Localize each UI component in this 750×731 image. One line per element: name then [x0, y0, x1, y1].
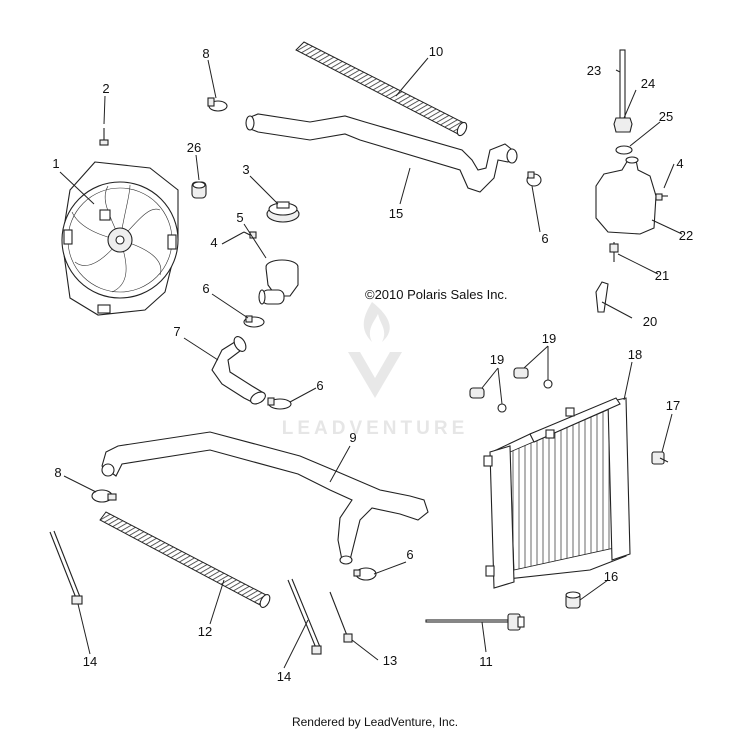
screw-part-4-right — [655, 193, 668, 201]
callout-22: 22 — [679, 228, 693, 243]
callout-11: 11 — [479, 654, 493, 669]
nut-part-19-b — [543, 379, 553, 389]
overflow-hose-part-20 — [595, 281, 609, 313]
hose-clamp-part-6-b — [267, 397, 292, 410]
callout-21: 21 — [655, 268, 669, 283]
callout-4-left: 4 — [210, 235, 217, 250]
hose-clamp-part-6-c — [526, 171, 542, 187]
callout-1: 1 — [52, 156, 59, 171]
grommet-part-19-b — [513, 367, 529, 379]
screw-part-2 — [99, 128, 109, 146]
lower-coolant-hose-part-9 — [101, 431, 429, 565]
leader-lines — [59, 57, 683, 669]
callout-14-right: 14 — [277, 669, 291, 684]
radiator-part-18 — [483, 397, 631, 589]
protective-sleeve-part-12 — [99, 511, 271, 609]
hose-clamp-part-8-upper — [207, 97, 228, 112]
callout-18: 18 — [628, 347, 642, 362]
callout-17: 17 — [666, 398, 680, 413]
cooling-fan-part — [61, 161, 179, 316]
callout-6-d: 6 — [406, 547, 413, 562]
footer-credit: Rendered by LeadVenture, Inc. — [292, 715, 458, 729]
hose-elbow-part-7 — [211, 336, 266, 405]
callout-24: 24 — [641, 76, 655, 91]
callout-6-b: 6 — [316, 378, 323, 393]
grommet-part-19-a — [469, 387, 485, 399]
temperature-sensor-part-11 — [425, 613, 525, 631]
callout-7: 7 — [173, 324, 180, 339]
callout-8-lower: 8 — [54, 465, 61, 480]
callout-6-c: 6 — [541, 231, 548, 246]
callout-4-right: 4 — [676, 156, 683, 171]
callout-19-left: 19 — [490, 352, 504, 367]
hose-clamp-part-6-d — [353, 567, 377, 581]
o-ring-part-25 — [615, 145, 633, 155]
callout-2: 2 — [102, 81, 109, 96]
hose-clamp-part-6-a — [243, 315, 265, 328]
vent-tube-part-23 — [619, 49, 626, 119]
protective-sleeve-part-10 — [295, 41, 468, 137]
callout-26: 26 — [187, 140, 201, 155]
callout-8-upper: 8 — [202, 46, 209, 61]
upper-coolant-hose-part-15 — [245, 113, 518, 193]
fitting-part-21 — [609, 242, 619, 262]
reservoir-cap-part-24 — [613, 117, 633, 133]
coolant-reservoir-part-22 — [595, 156, 657, 235]
callout-12: 12 — [198, 624, 212, 639]
callout-10: 10 — [429, 44, 443, 59]
callout-13: 13 — [383, 653, 397, 668]
callout-14-left: 14 — [83, 654, 97, 669]
callout-9: 9 — [349, 430, 356, 445]
callout-6-a: 6 — [202, 281, 209, 296]
watermark-logo: LEADVENTURE — [282, 302, 469, 439]
bolt-part-17 — [651, 451, 669, 465]
cable-tie-part-14-right — [287, 578, 322, 655]
callout-16: 16 — [604, 569, 618, 584]
hose-clamp-part-8-lower — [91, 489, 117, 503]
cable-tie-part-14-left — [49, 530, 83, 605]
cable-tie-part-13 — [329, 591, 353, 643]
drain-plug-part-16 — [565, 591, 581, 609]
radiator-cap-part-3 — [266, 201, 300, 223]
callout-25: 25 — [659, 109, 673, 124]
copyright-notice: ©2010 Polaris Sales Inc. — [365, 287, 508, 302]
grommet-part-26 — [191, 181, 207, 199]
callout-20: 20 — [643, 314, 657, 329]
callout-23: 23 — [587, 63, 601, 78]
callout-5: 5 — [236, 210, 243, 225]
filler-neck-part-5 — [258, 259, 299, 305]
callout-numbers: 1 2 3 4 4 5 6 6 6 6 7 8 8 9 10 11 12 13 … — [52, 44, 693, 684]
callout-19-right: 19 — [542, 331, 556, 346]
nut-part-19-a — [497, 403, 507, 413]
watermark-text: LEADVENTURE — [282, 418, 469, 439]
callout-15: 15 — [389, 206, 403, 221]
callout-3: 3 — [242, 162, 249, 177]
